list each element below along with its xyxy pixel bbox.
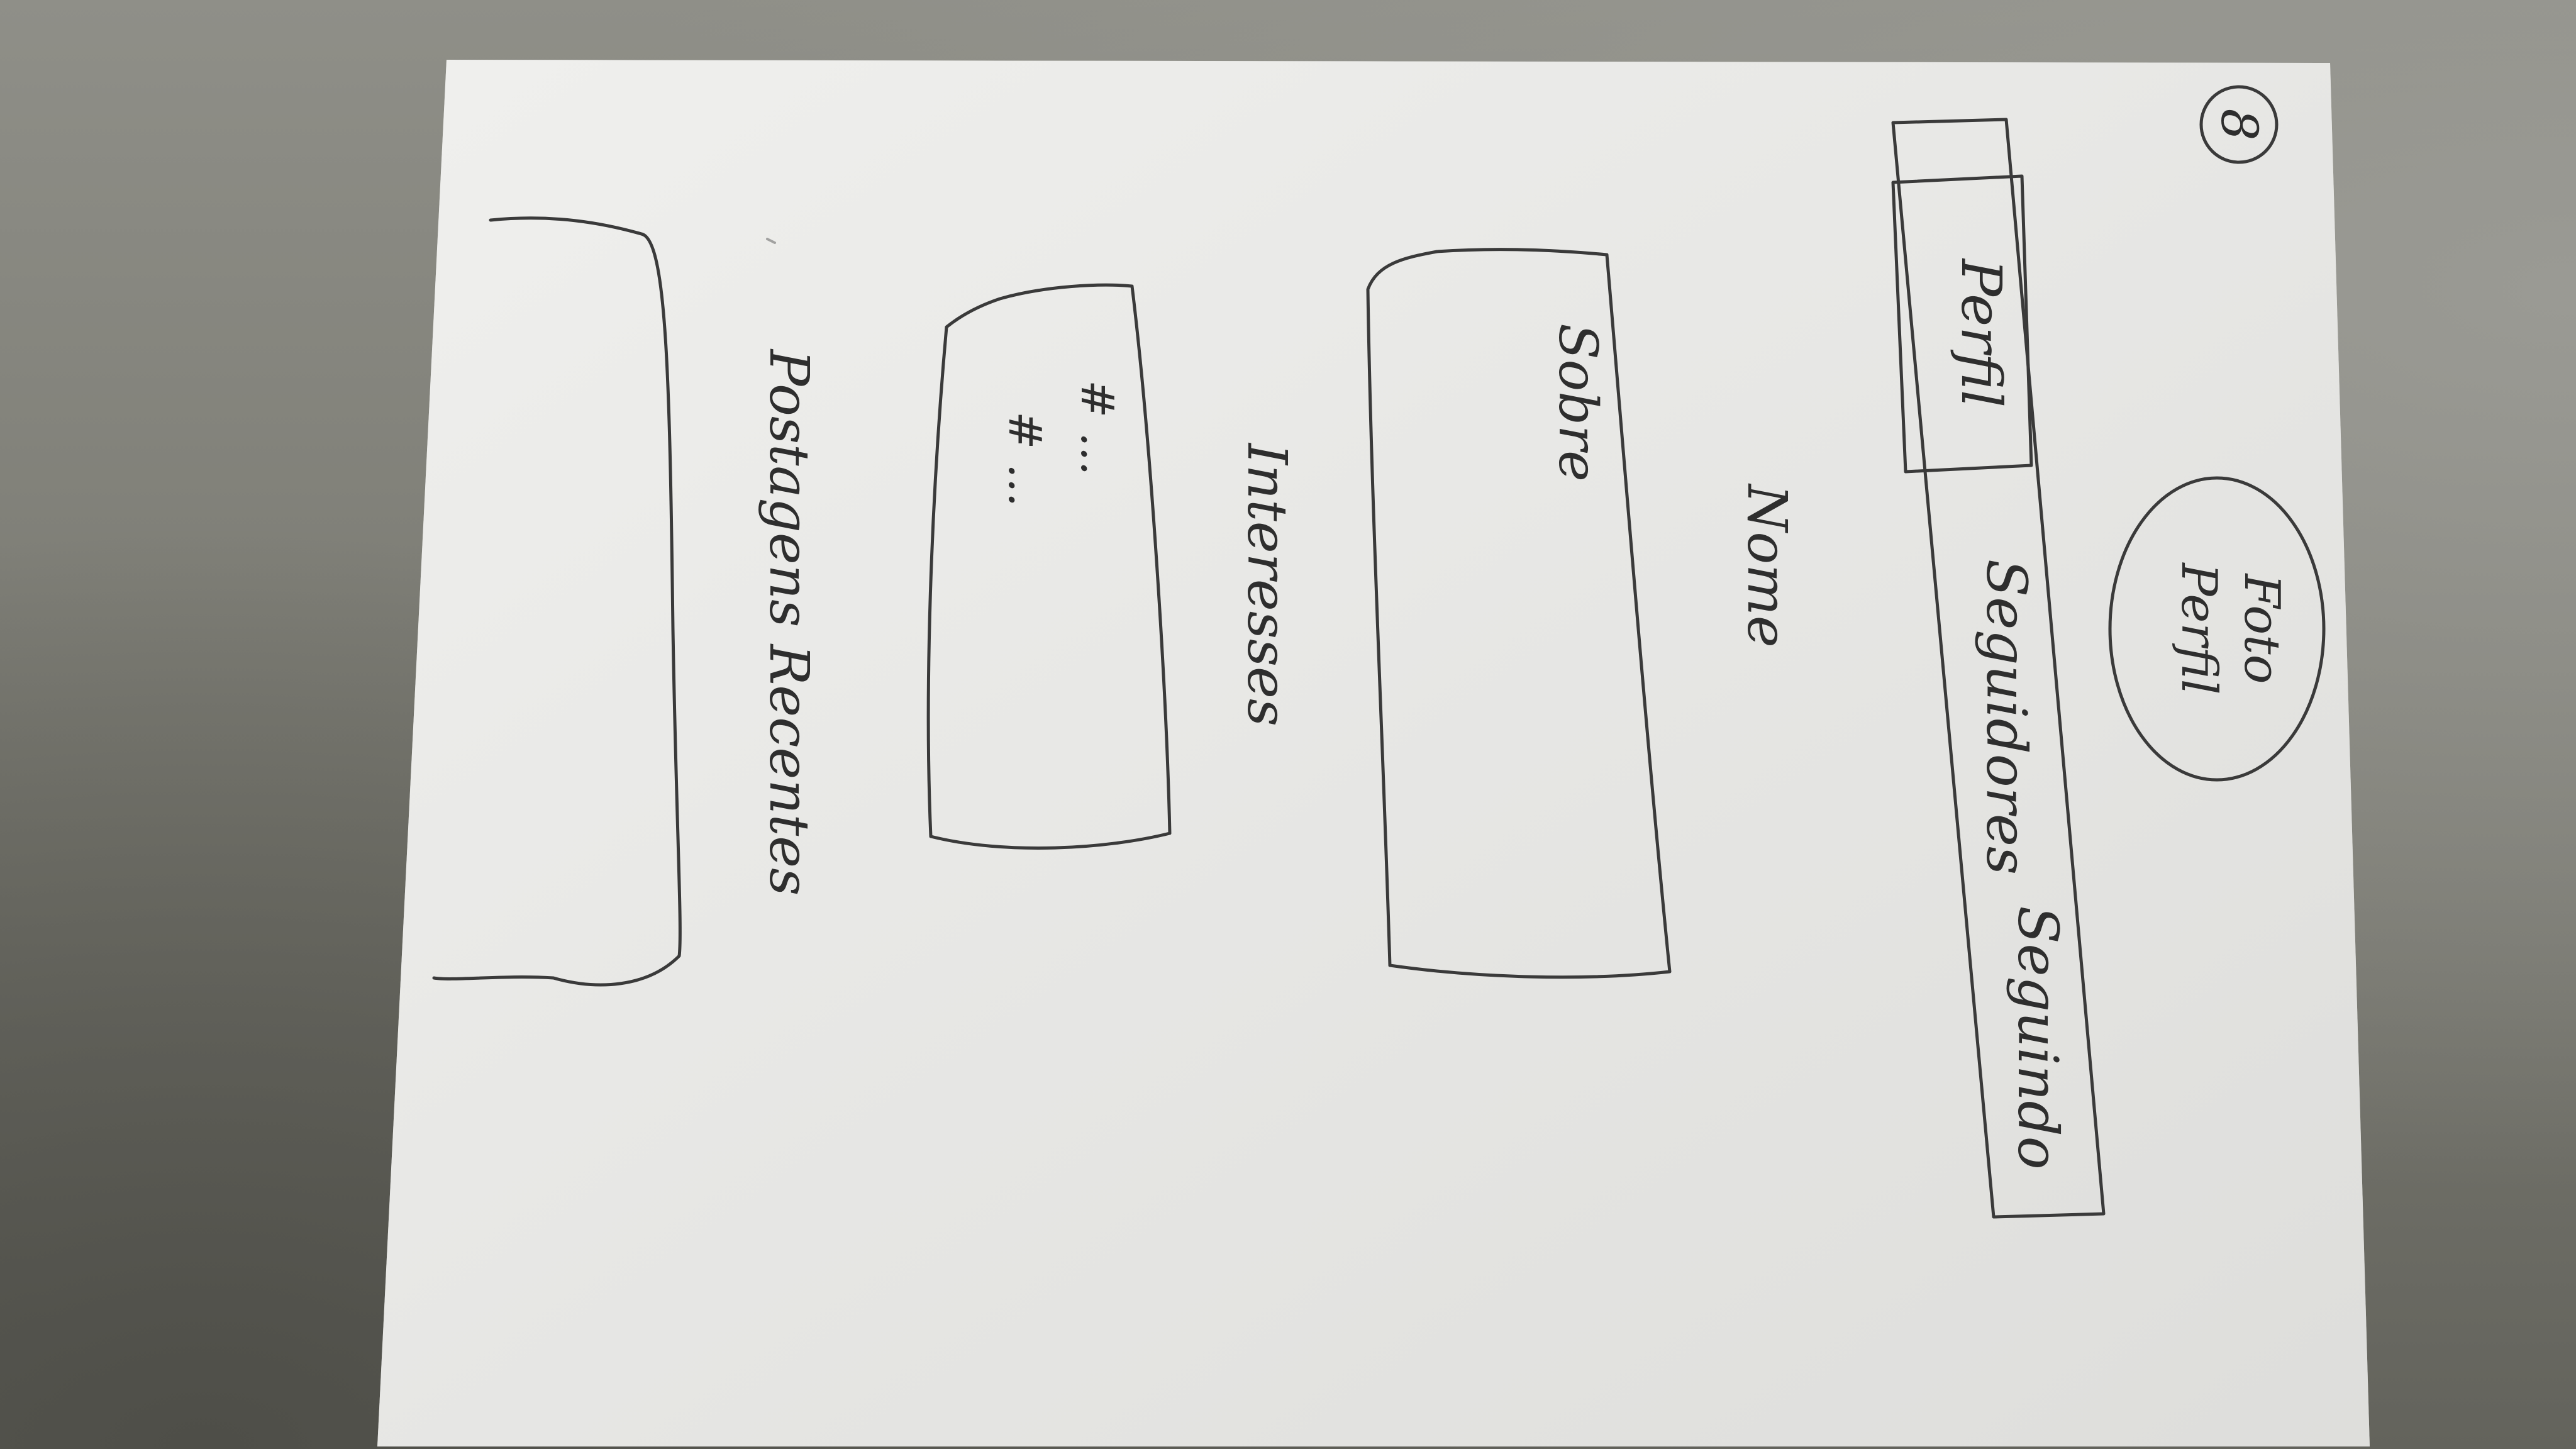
faint-mark (766, 238, 776, 244)
paper-shade (377, 60, 2370, 1446)
about-label: Sobre (1547, 323, 1609, 482)
recent-posts-label: Postagens Recentes (757, 348, 820, 896)
tab-bar[interactable]: Perfil Seguidores Seguindo (1891, 118, 2106, 1219)
about-box: Sobre (1366, 248, 1672, 979)
profile-photo-line2: Perfil (2170, 562, 2227, 694)
svg-text:8: 8 (2210, 109, 2268, 141)
interests-title: Interesses (1235, 442, 1298, 726)
profile-photo: Foto Perfil (2108, 476, 2326, 782)
interest-item: # ... (1071, 380, 1124, 475)
name-label: Nome (1735, 483, 1798, 647)
page-number: 8 (2199, 85, 2279, 164)
interest-item: # ... (999, 411, 1052, 507)
recent-posts-box (432, 216, 682, 987)
tab-perfil[interactable]: Perfil (1949, 258, 2014, 408)
tab-seguidores[interactable]: Seguidores (1974, 559, 2039, 875)
interests-box: # ... # ... (926, 283, 1172, 850)
profile-photo-line1: Foto (2233, 572, 2290, 684)
tab-seguindo[interactable]: Seguindo (2006, 906, 2070, 1170)
